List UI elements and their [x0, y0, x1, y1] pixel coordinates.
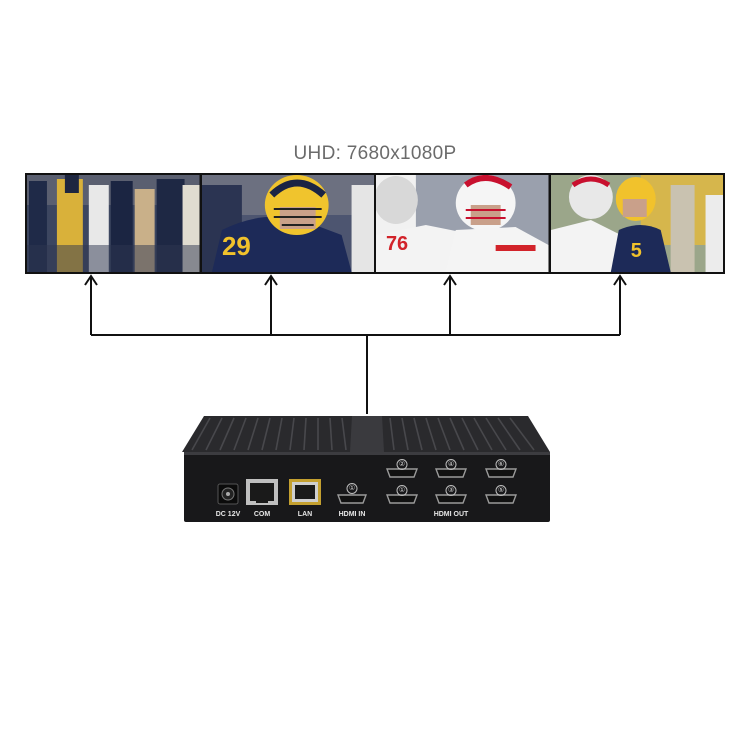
hdmi-in-label: HDMI IN	[338, 511, 366, 518]
hdmi-out-number-6: ⑥	[495, 459, 507, 470]
svg-text:29: 29	[221, 231, 250, 261]
video-wall-controller: DC 12V COM LAN HDMI IN HDMI OUT ① ② ④ ⑥ …	[180, 414, 552, 531]
hdmi-out-label: HDMI OUT	[433, 511, 469, 518]
dc-12v-label: DC 12V	[215, 511, 241, 518]
svg-text:76: 76	[386, 233, 408, 255]
hdmi-in-number: ①	[346, 483, 358, 494]
display-panel-4: 5	[550, 175, 723, 272]
hdmi-out-number-1: ①	[396, 485, 408, 496]
display-panel-1	[27, 175, 200, 272]
lan-label: LAN	[297, 511, 313, 518]
hdmi-out-number-4: ④	[445, 459, 457, 470]
hdmi-out-number-5: ⑤	[495, 485, 507, 496]
resolution-label: UHD: 7680x1080P	[293, 143, 457, 164]
arrow-up-icon	[84, 274, 98, 286]
controller-body	[182, 416, 550, 522]
arrow-up-icon	[443, 274, 457, 286]
arrow-up-icon	[613, 274, 627, 286]
com-label: COM	[253, 511, 271, 518]
video-wall: 29 76	[25, 173, 725, 274]
arrow-up-icon	[264, 274, 278, 286]
display-panel-2: 29	[201, 175, 374, 272]
player-image-2: 29	[201, 175, 374, 272]
svg-text:5: 5	[630, 240, 641, 262]
display-panel-3: 76	[376, 175, 549, 272]
player-image-3: 76	[376, 175, 549, 272]
stadium-crowd-image-1	[27, 175, 200, 272]
hdmi-out-number-3: ③	[445, 485, 457, 496]
hdmi-out-number-2: ②	[396, 459, 408, 470]
player-image-4: 5	[550, 175, 723, 272]
